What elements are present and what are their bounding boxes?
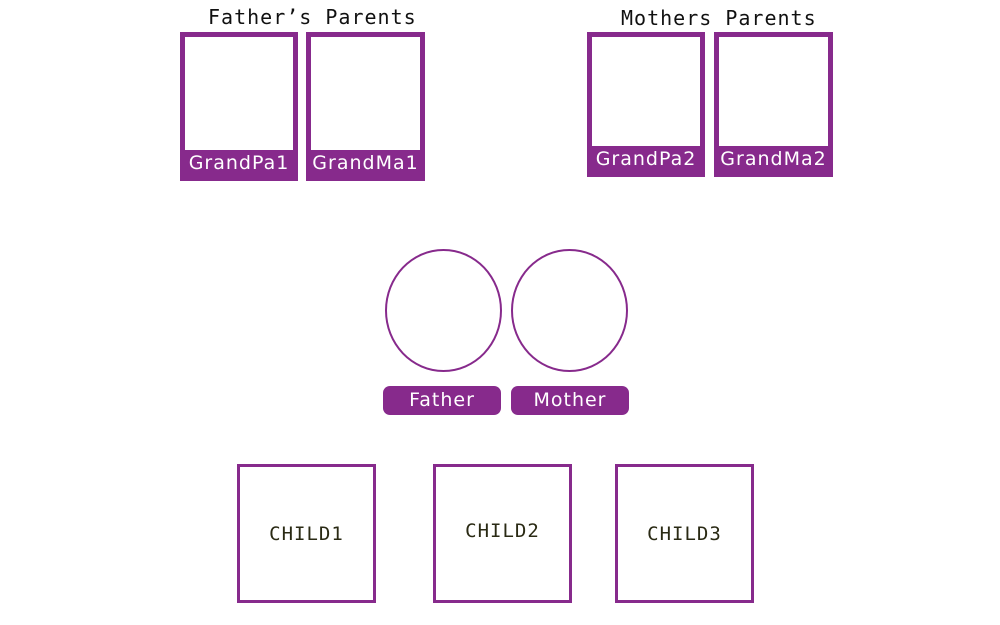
grandma1-frame: GrandMa1 bbox=[306, 32, 425, 181]
grandpa2-frame: GrandPa2 bbox=[587, 32, 705, 177]
mother-label: Mother bbox=[511, 386, 629, 415]
grandma2-label: GrandMa2 bbox=[719, 146, 828, 172]
mother-photo-circle bbox=[511, 249, 628, 372]
grandma2-frame: GrandMa2 bbox=[714, 32, 833, 177]
child1-box: CHILD1 bbox=[237, 464, 376, 603]
child1-label: CHILD1 bbox=[269, 523, 344, 545]
grandpa1-label: GrandPa1 bbox=[185, 150, 293, 176]
father-photo-circle bbox=[385, 249, 502, 372]
grandpa2-label: GrandPa2 bbox=[592, 146, 700, 172]
grandma1-label: GrandMa1 bbox=[311, 150, 420, 176]
grandpa1-frame: GrandPa1 bbox=[180, 32, 298, 181]
fathers-parents-heading: Father’s Parents bbox=[208, 5, 417, 29]
father-label: Father bbox=[383, 386, 501, 415]
child2-box: CHILD2 bbox=[433, 464, 572, 603]
mothers-parents-heading: Mothers Parents bbox=[621, 6, 817, 30]
child3-box: CHILD3 bbox=[615, 464, 754, 603]
child2-label: CHILD2 bbox=[465, 520, 540, 542]
child3-label: CHILD3 bbox=[647, 523, 722, 545]
